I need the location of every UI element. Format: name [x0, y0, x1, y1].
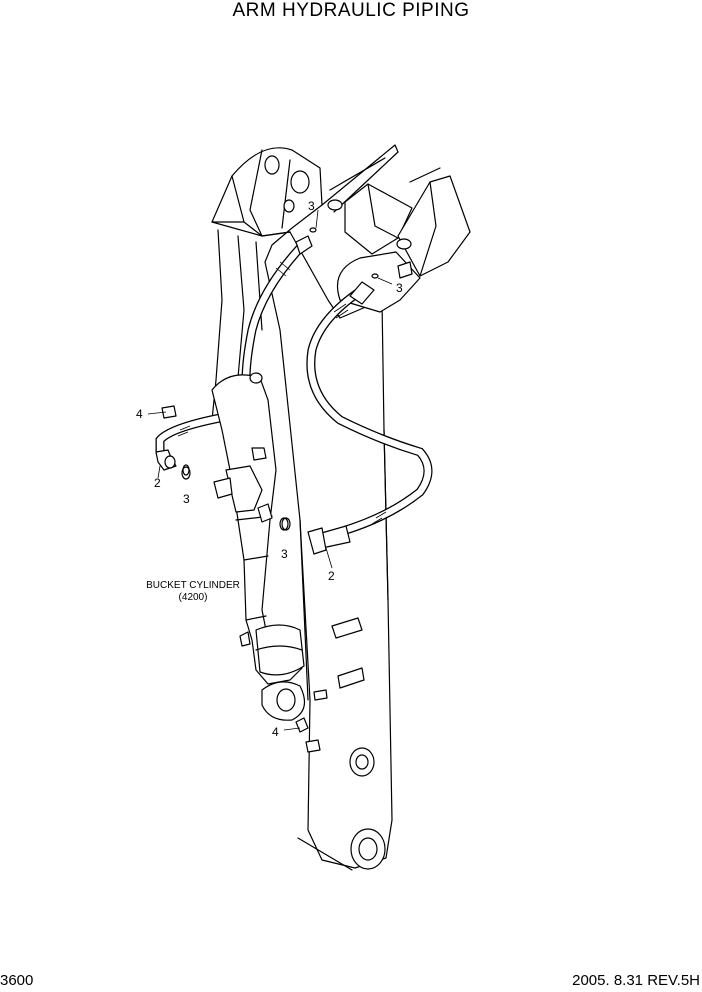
bucket-cylinder	[211, 372, 321, 753]
left-hose	[155, 405, 255, 476]
callout-3-left: 3	[183, 492, 190, 506]
arm-body	[211, 147, 393, 871]
boom-bracket	[321, 144, 471, 313]
callout-4-left: 4	[136, 407, 143, 421]
callout-2-mid: 2	[328, 569, 335, 583]
callout-3-mid: 3	[281, 547, 288, 561]
component-label-name: BUCKET CYLINDER	[146, 580, 240, 591]
upper-hose	[241, 235, 313, 385]
leader-lines	[147, 209, 393, 731]
callout-2-left: 2	[154, 476, 161, 490]
main-hose	[281, 281, 433, 555]
callout-3-right: 3	[396, 281, 403, 295]
page-number: 3600	[0, 972, 34, 989]
o-rings	[181, 227, 379, 531]
callout-4-bottom: 4	[272, 725, 279, 739]
revision-date: 2005. 8.31 REV.5H	[572, 972, 700, 989]
callout-3-top: 3	[308, 199, 315, 213]
component-label-code: (4200)	[179, 592, 208, 603]
page-title: ARM HYDRAULIC PIPING	[232, 0, 470, 21]
